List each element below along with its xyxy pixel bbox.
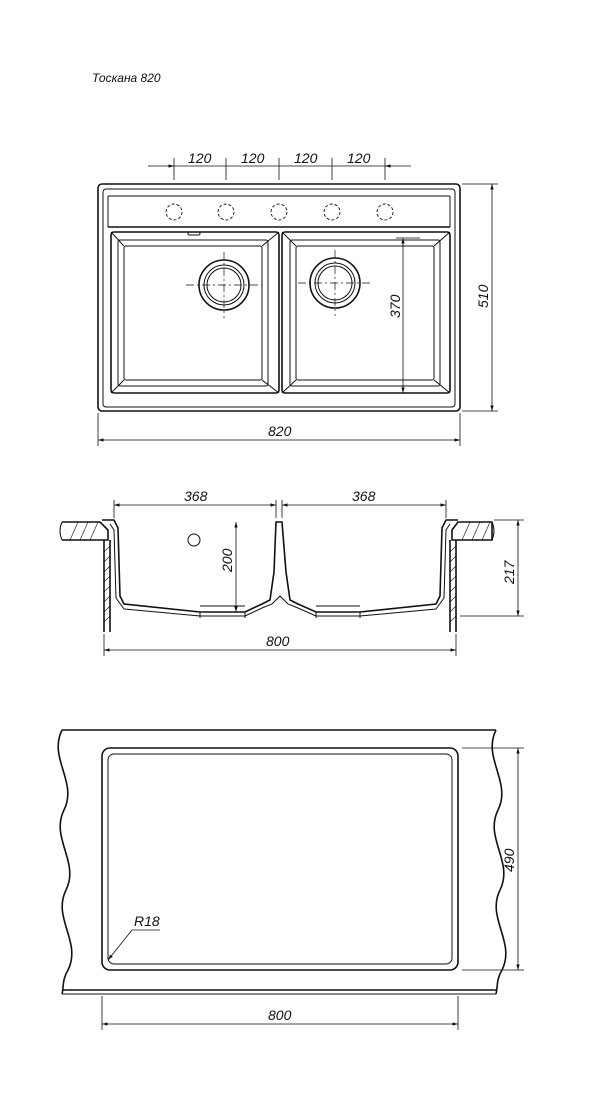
tap-hole: [217, 203, 235, 221]
top-view: 120 120 120 120 370 510 820: [97, 150, 498, 446]
dim-120-4: 120: [347, 150, 371, 166]
dim-368-right: 368: [352, 488, 376, 504]
dim-200: 200: [219, 548, 235, 573]
section-view: 368 368 200 217 800: [59, 488, 524, 656]
dim-510: 510: [475, 284, 491, 308]
cutout-outline: [101, 747, 459, 971]
tap-hole: [270, 203, 288, 221]
dim-820: 820: [268, 423, 292, 439]
dim-800-cutout: 800: [268, 1007, 292, 1023]
tap-hole: [165, 203, 183, 221]
right-bowl: [281, 231, 451, 394]
dim-120-3: 120: [294, 150, 318, 166]
cutout-view: R18 490 800: [57, 729, 524, 1030]
dim-370: 370: [387, 294, 403, 318]
dim-368-left: 368: [184, 488, 208, 504]
dim-217: 217: [501, 559, 517, 585]
dim-490: 490: [501, 848, 517, 872]
drawing-title: Тоскана 820: [92, 71, 161, 85]
left-bowl: [110, 231, 280, 394]
overflow-hole: [187, 533, 201, 547]
dim-800-section: 800: [266, 633, 290, 649]
tap-hole: [376, 203, 394, 221]
dim-r18: R18: [134, 913, 160, 929]
sink-outline: [97, 183, 461, 412]
tap-hole: [323, 203, 341, 221]
dim-120-1: 120: [188, 150, 212, 166]
dim-120-2: 120: [241, 150, 265, 166]
